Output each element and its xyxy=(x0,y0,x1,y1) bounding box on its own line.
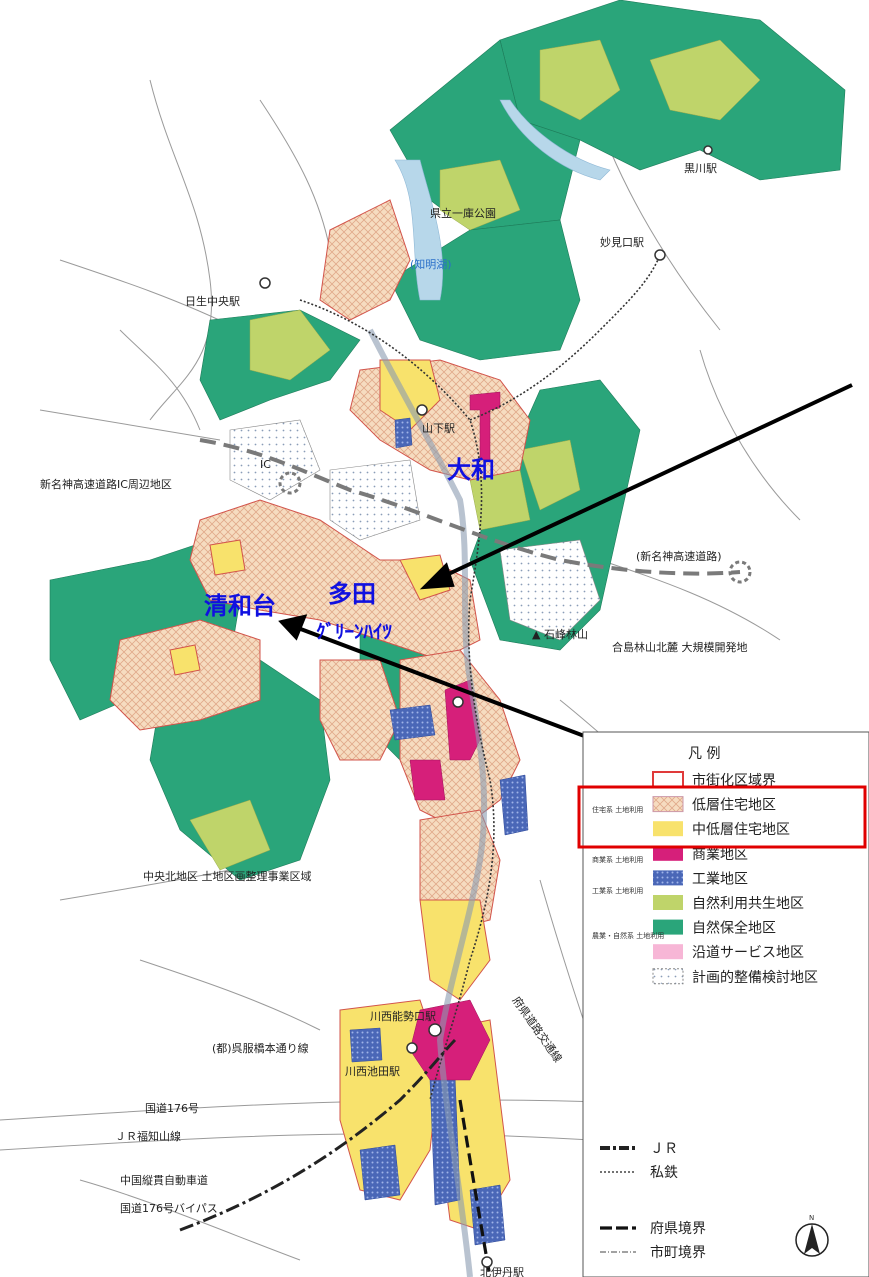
label-lake: (知明湖) xyxy=(410,257,452,271)
legend-label-7: 沿道サービス地区 xyxy=(692,945,804,961)
label-route176-bypass: 国道176号バイパス xyxy=(120,1201,218,1215)
legend-category-commercial: 商業系 土地利用 xyxy=(592,855,643,864)
legend-label-4: 工業地区 xyxy=(692,871,748,887)
label-kenritsu-park: 県立一庫公園 xyxy=(430,206,496,220)
legend-swatch-6 xyxy=(653,919,683,935)
label-chuo-kita: 中央北地区 土地区画整理事業区域 xyxy=(143,869,312,883)
industrial-areas xyxy=(349,417,529,1246)
stations xyxy=(259,145,713,1268)
legend-category-industrial: 工業系 土地利用 xyxy=(592,886,643,895)
label-chugoku-exp: 中国縦貫自動車道 xyxy=(120,1173,208,1187)
area-label-greenheights: ｸﾞﾘｰﾝﾊｲﾂ xyxy=(316,620,393,643)
area-label-tada: 多田 xyxy=(328,580,376,608)
label-kurokawa: 黒川駅 xyxy=(684,162,717,175)
legend-swatch-3 xyxy=(653,845,683,861)
residential-highlight-box xyxy=(577,785,867,849)
legend-box xyxy=(582,731,869,1277)
legend-swatch-1 xyxy=(652,796,684,813)
legend-items: 市街化区域界低層住宅地区中低層住宅地区商業地区工業地区自然利用共生地区自然保全地… xyxy=(652,771,818,986)
legend-swatch-7 xyxy=(653,944,683,960)
legend-label-3: 商業地区 xyxy=(692,847,748,863)
label-ic: IC xyxy=(260,458,271,471)
legend-label-0: 市街化区域界 xyxy=(692,772,776,789)
legend-label-1: 低層住宅地区 xyxy=(692,798,776,814)
legend-label-6: 自然保全地区 xyxy=(692,920,776,937)
legend-swatch-2 xyxy=(653,821,683,837)
legend-line-jr: ＪＲ xyxy=(650,1141,678,1157)
label-tada-highland: ▲ 石峰林山 xyxy=(532,627,588,641)
area-label-seiwadai: 清和台 xyxy=(204,592,276,620)
legend-category-agri: 農業・自然系 土地利用 xyxy=(592,931,664,940)
prefecture-boundary xyxy=(458,1099,492,1277)
legend-category-residential: 住宅系 土地利用 xyxy=(592,805,643,814)
label-route176: 国道176号 xyxy=(145,1101,199,1115)
north-arrow-icon: N xyxy=(795,1214,829,1257)
nature-use-areas xyxy=(189,39,761,871)
legend-line-city: 市町境界 xyxy=(650,1244,706,1261)
legend-swatch-4 xyxy=(653,870,683,886)
lake-water xyxy=(394,99,611,301)
label-hiodaka: 日生中央駅 xyxy=(185,294,240,308)
planned-development-areas xyxy=(229,419,601,641)
north-label: N xyxy=(809,1214,814,1222)
label-kawanishi-noseguchi: 川西能勢口駅 xyxy=(370,1009,436,1023)
legend-label-8: 計画的整備検討地区 xyxy=(692,970,818,986)
label-prefectural-road: (都)呉服橋本通り線 xyxy=(212,1041,309,1055)
shinmeishin-expressway xyxy=(199,438,741,576)
legend-swatch-5 xyxy=(653,895,683,910)
label-tada-rail: 合島林山北麓 大規模開発地 xyxy=(612,640,748,654)
label-kawanishi-ikeda: 川西池田駅 xyxy=(345,1065,400,1078)
river-corridor xyxy=(367,328,488,1277)
rail-to-myokenguchi xyxy=(469,254,661,421)
area-label-yamato: 大和 xyxy=(447,456,495,484)
legend-label-5: 自然利用共生地区 xyxy=(692,895,804,912)
label-yamashita: 山下駅 xyxy=(422,422,455,435)
legend-swatch-0 xyxy=(652,771,684,788)
legend-label-2: 中低層住宅地区 xyxy=(692,822,790,838)
label-kitaitami: 北伊丹駅 xyxy=(480,1266,524,1277)
jr-line xyxy=(179,1038,457,1232)
legend-swatch-8 xyxy=(652,968,684,985)
private-railway xyxy=(299,299,495,1101)
map-legend: 凡 例 市街化区域界低層住宅地区中低層住宅地区商業地区工業地区自然利用共生地区自… xyxy=(577,731,869,1277)
label-myokenguchi: 妙見口駅 xyxy=(600,235,644,249)
label-jr-fukuchiyama: ＪＲ福知山線 xyxy=(115,1129,181,1143)
label-shinmeishin-road: (新名神高速道路) xyxy=(636,549,722,563)
label-kenbu-road: 府県道路交通線 xyxy=(510,994,566,1065)
label-shinmeishin-ic: 新名神高速道路IC周辺地区 xyxy=(40,477,172,491)
legend-line-prefecture: 府県境界 xyxy=(650,1221,706,1237)
legend-title: 凡 例 xyxy=(688,746,720,762)
legend-line-private: 私鉄 xyxy=(650,1165,678,1181)
